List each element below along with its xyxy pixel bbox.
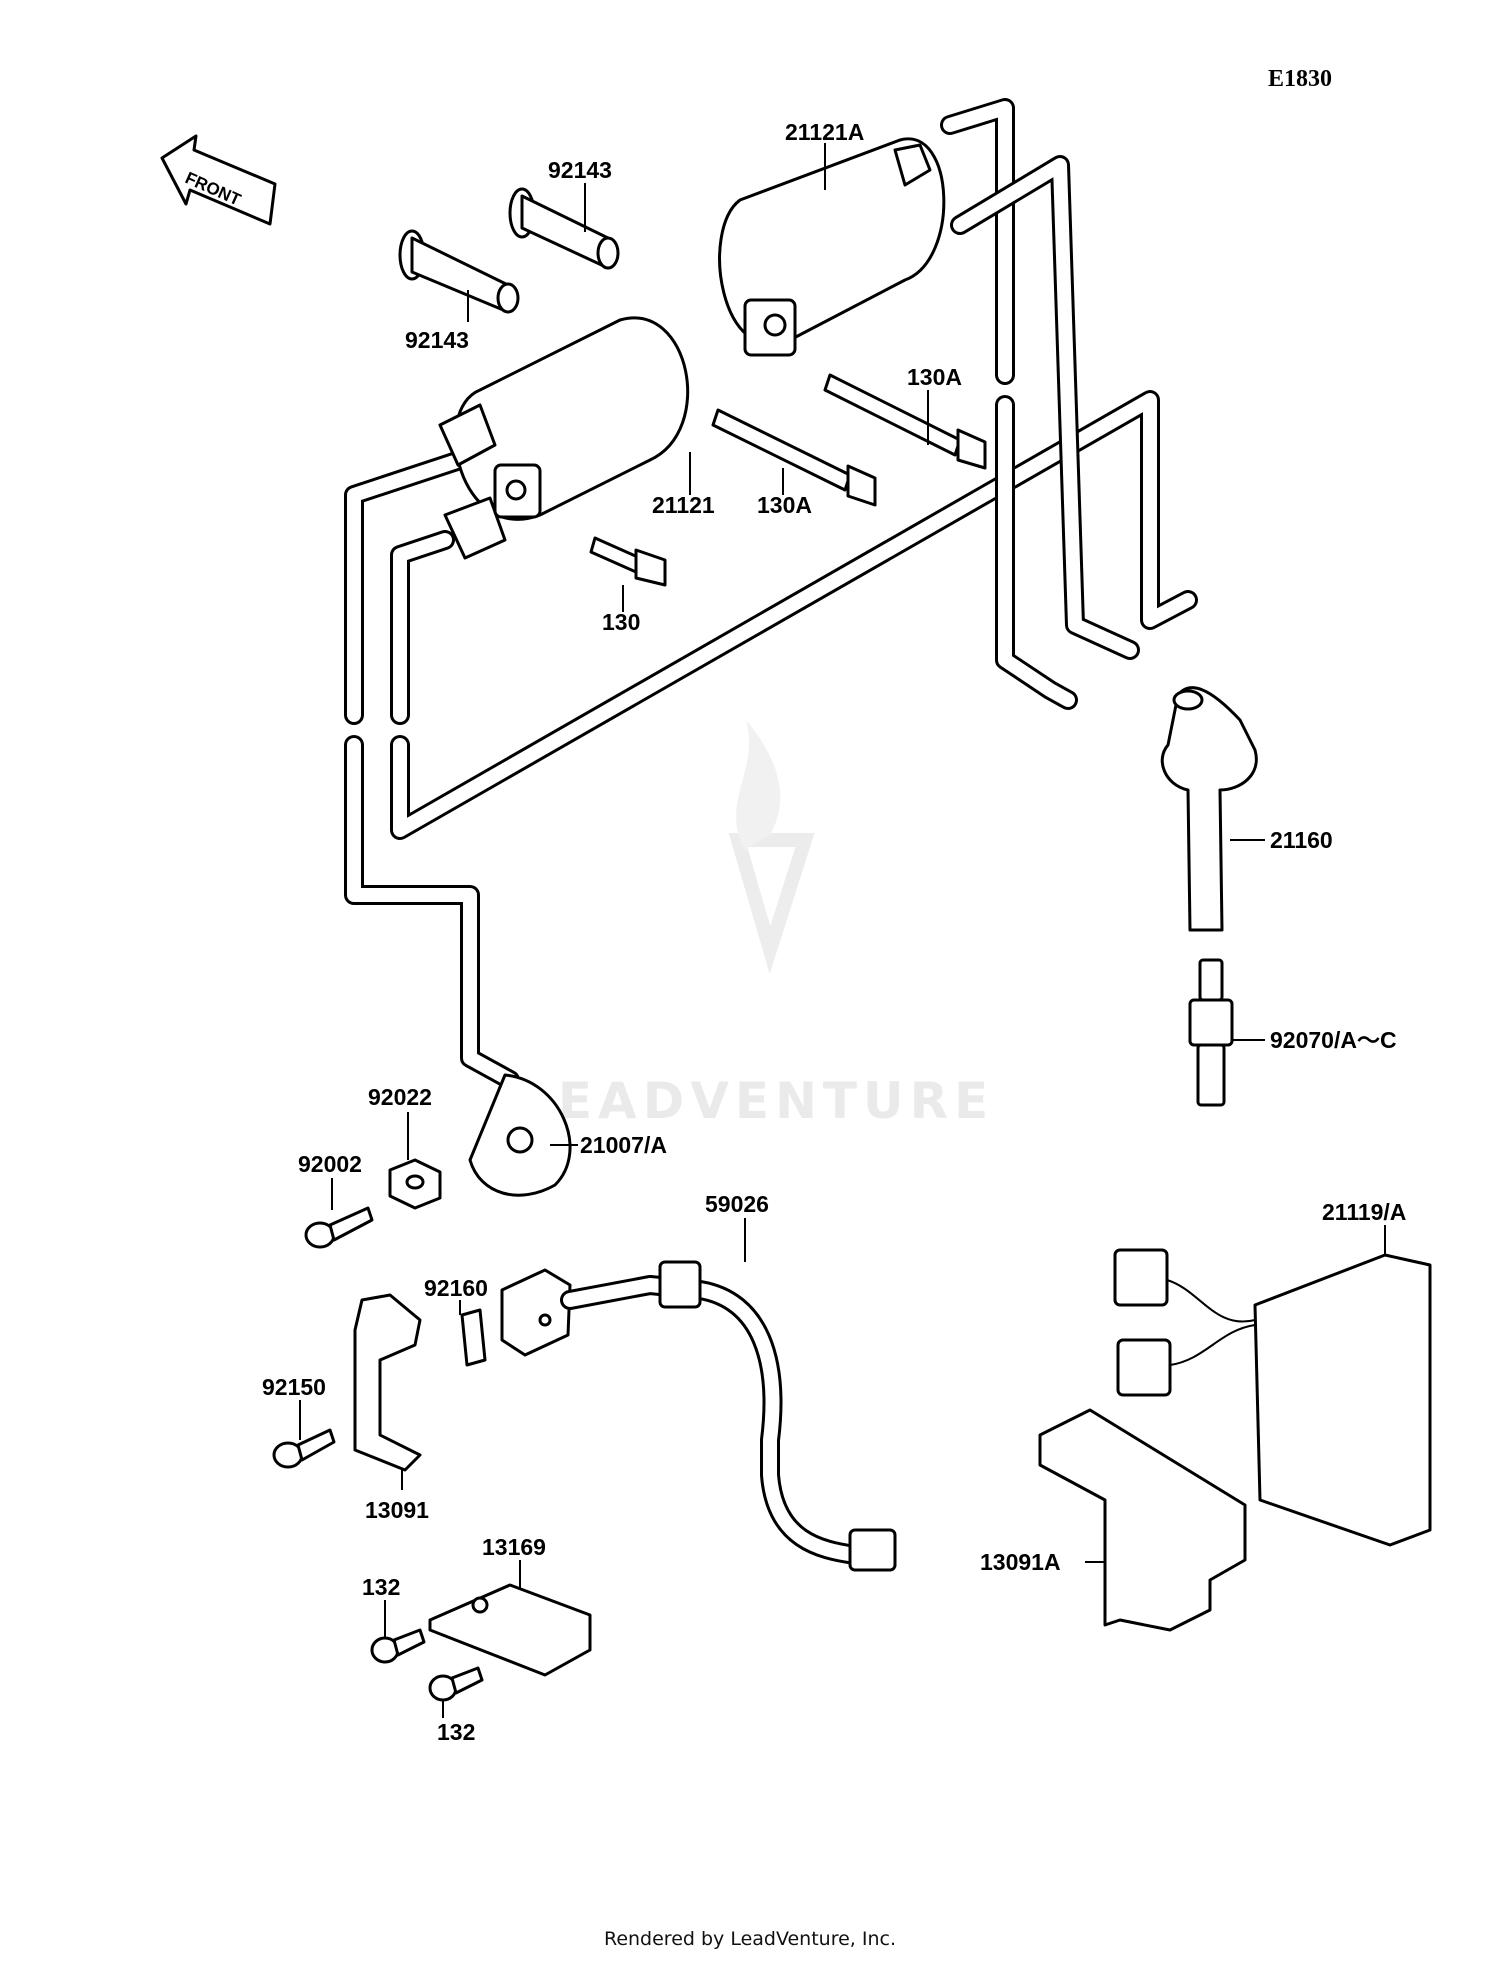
pickup-plate-21007 (468, 1073, 572, 1197)
callout-21007: 21007/A (580, 1132, 667, 1158)
bolt-92150 (272, 1428, 336, 1469)
spacer-92143-top (508, 187, 620, 270)
callout-130A: 130A (757, 492, 812, 518)
screw-92002 (304, 1206, 374, 1249)
callout-21121: 21121 (652, 492, 715, 518)
callout-92002: 92002 (298, 1151, 362, 1177)
bracket-13169 (428, 1583, 592, 1677)
ignition-coil-21121 (438, 316, 690, 560)
callout-21119: 21119/A (1322, 1199, 1406, 1225)
callout-92160: 92160 (424, 1275, 488, 1301)
callout-92143-top: 92143 (548, 157, 612, 183)
right-coil-wires (940, 98, 1140, 710)
nut-92022 (388, 1158, 442, 1210)
callout-92143-left: 92143 (405, 327, 469, 353)
bracket-13091 (353, 1293, 422, 1472)
diagram-id: E1830 (1268, 66, 1332, 92)
callout-13091: 13091 (365, 1497, 429, 1523)
bolt-130A (711, 408, 877, 507)
left-coil-wires (344, 390, 1198, 1090)
callout-92070: 92070/A～C (1270, 1027, 1397, 1053)
callout-21121A: 21121A (785, 119, 864, 145)
pickup-coil-59026 (500, 1260, 897, 1572)
grommet-92160 (460, 1308, 487, 1367)
leader-lines (299, 143, 1386, 1718)
callout-59026: 59026 (705, 1191, 769, 1217)
footer-credit: Rendered by LeadVenture, Inc. (604, 1928, 896, 1950)
callout-132-top: 132 (362, 1574, 400, 1600)
spark-plug-cap-21160 (1160, 686, 1258, 932)
callout-13169: 13169 (482, 1534, 546, 1560)
callout-92022: 92022 (368, 1084, 432, 1110)
callout-13091A: 13091A (980, 1549, 1061, 1575)
bolt-130 (589, 536, 667, 587)
callout-132-bottom: 132 (437, 1719, 475, 1745)
bolt-130A-right (823, 373, 987, 470)
callout-21160: 21160 (1270, 827, 1333, 853)
callout-92150: 92150 (262, 1374, 326, 1400)
ignition-coil-21121A (718, 137, 946, 357)
front-arrow-icon: FRONT (160, 134, 277, 226)
spacer-92143-left (398, 229, 520, 314)
watermark-text: LEADVENTURE (520, 1072, 994, 1130)
bolt-132-bottom (428, 1666, 484, 1702)
watermark-logo: LEADVENTURE (520, 720, 994, 1130)
callout-130: 130 (602, 609, 640, 635)
callout-labels: 21121A 92143 92143 130A 21121 130A 130 2… (262, 119, 1406, 1745)
bolt-132-top (370, 1628, 426, 1664)
spark-plug-92070 (1188, 958, 1234, 1107)
callout-130A-right: 130A (907, 364, 962, 390)
holder-13091A (1038, 1408, 1247, 1632)
